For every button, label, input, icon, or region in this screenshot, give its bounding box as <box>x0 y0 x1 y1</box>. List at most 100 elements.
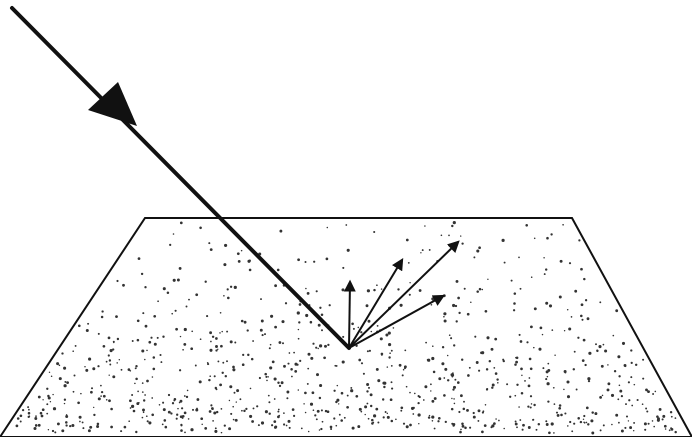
surface-dot <box>227 297 230 300</box>
surface-dot <box>131 394 133 396</box>
surface-dot <box>61 429 64 432</box>
surface-dot <box>209 410 212 413</box>
surface-dot <box>180 222 183 225</box>
surface-dot <box>437 420 439 422</box>
surface-dot <box>86 329 89 332</box>
surface-dot <box>567 425 569 427</box>
surface-dot <box>419 289 422 292</box>
surface-dot <box>546 370 549 373</box>
surface-dot <box>88 358 91 361</box>
surface-dot <box>265 376 267 378</box>
surface-dot <box>373 289 375 291</box>
surface-dot <box>460 394 463 397</box>
surface-dot <box>452 304 455 307</box>
surface-dot <box>459 431 462 434</box>
surface-dot <box>180 400 183 403</box>
surface-dot <box>544 273 546 275</box>
surface-dot <box>503 360 505 362</box>
surface-dot <box>305 261 307 263</box>
surface-dot <box>431 416 434 419</box>
surface-dot <box>64 381 66 383</box>
surface-dot <box>298 338 300 340</box>
surface-dot <box>97 365 99 367</box>
incident-ray-arrowhead <box>88 82 137 126</box>
surface-dot <box>628 399 630 401</box>
surface-dot <box>603 344 605 346</box>
surface-dot <box>157 300 159 302</box>
surface-dot <box>177 408 179 410</box>
surface-dot <box>93 407 94 408</box>
surface-dot <box>482 289 484 291</box>
surface-dot <box>230 413 232 415</box>
surface-dot <box>607 382 610 385</box>
surface-dot <box>265 410 268 413</box>
surface-dot <box>498 420 500 422</box>
surface-dot <box>383 386 385 388</box>
surface-dot <box>175 328 178 331</box>
surface-dot <box>133 410 136 413</box>
surface-dot <box>376 368 379 371</box>
surface-dot <box>577 337 579 339</box>
surface-dot <box>481 351 484 354</box>
surface-dot <box>630 349 632 351</box>
surface-dot <box>385 334 388 337</box>
surface-dot <box>595 343 597 345</box>
surface-dot <box>100 385 102 387</box>
surface-dot <box>534 238 536 240</box>
surface-dot <box>106 361 108 363</box>
surface-dot <box>511 280 513 282</box>
surface-dot <box>53 407 56 410</box>
surface-dot <box>281 320 284 323</box>
surface-dot <box>671 428 674 431</box>
surface-dot <box>210 341 212 343</box>
surface-dot <box>320 428 322 430</box>
surface-dot <box>109 364 111 366</box>
surface-dot <box>195 365 197 367</box>
surface-dot <box>495 372 498 375</box>
surface-dot <box>370 393 373 396</box>
surface-dot <box>224 424 226 426</box>
surface-dot <box>547 363 549 365</box>
surface-dot <box>584 364 586 366</box>
surface-dot <box>222 372 224 374</box>
surface-dot <box>136 402 139 405</box>
surface-dot <box>548 431 551 434</box>
surface-dot <box>342 360 345 363</box>
surface-dot <box>49 372 50 373</box>
surface-dot <box>213 411 216 414</box>
surface-dot <box>490 426 492 428</box>
surface-dot <box>152 368 155 371</box>
surface-dot <box>110 408 113 411</box>
surface-dot <box>542 334 543 335</box>
surface-dot <box>489 360 491 362</box>
surface-dot <box>315 347 317 349</box>
surface-dot <box>186 396 188 398</box>
surface-dot <box>215 345 218 348</box>
surface-dot <box>215 337 218 340</box>
surface-dot <box>457 297 460 300</box>
surface-dot <box>184 412 187 415</box>
surface-dot <box>516 384 518 386</box>
surface-dot <box>90 391 93 394</box>
surface-dot <box>84 366 85 367</box>
surface-dot <box>463 408 466 411</box>
surface-dot <box>199 227 202 230</box>
surface-dot <box>569 421 571 423</box>
surface-dot <box>209 349 212 352</box>
surface-dot <box>607 364 609 366</box>
surface-dot <box>467 313 470 316</box>
surface-dot <box>388 356 390 358</box>
surface-dot <box>438 377 441 380</box>
surface-dot <box>324 345 327 348</box>
surface-dot <box>452 424 454 426</box>
surface-dot <box>184 328 187 331</box>
surface-dot <box>131 405 134 408</box>
surface-dot <box>223 295 225 297</box>
surface-dot <box>621 430 624 433</box>
surface-dot <box>142 409 145 412</box>
surface-dot <box>622 342 625 345</box>
surface-dot <box>299 360 301 362</box>
surface-dot <box>151 414 154 417</box>
surface-dot <box>621 395 623 397</box>
surface-dot <box>233 419 235 421</box>
